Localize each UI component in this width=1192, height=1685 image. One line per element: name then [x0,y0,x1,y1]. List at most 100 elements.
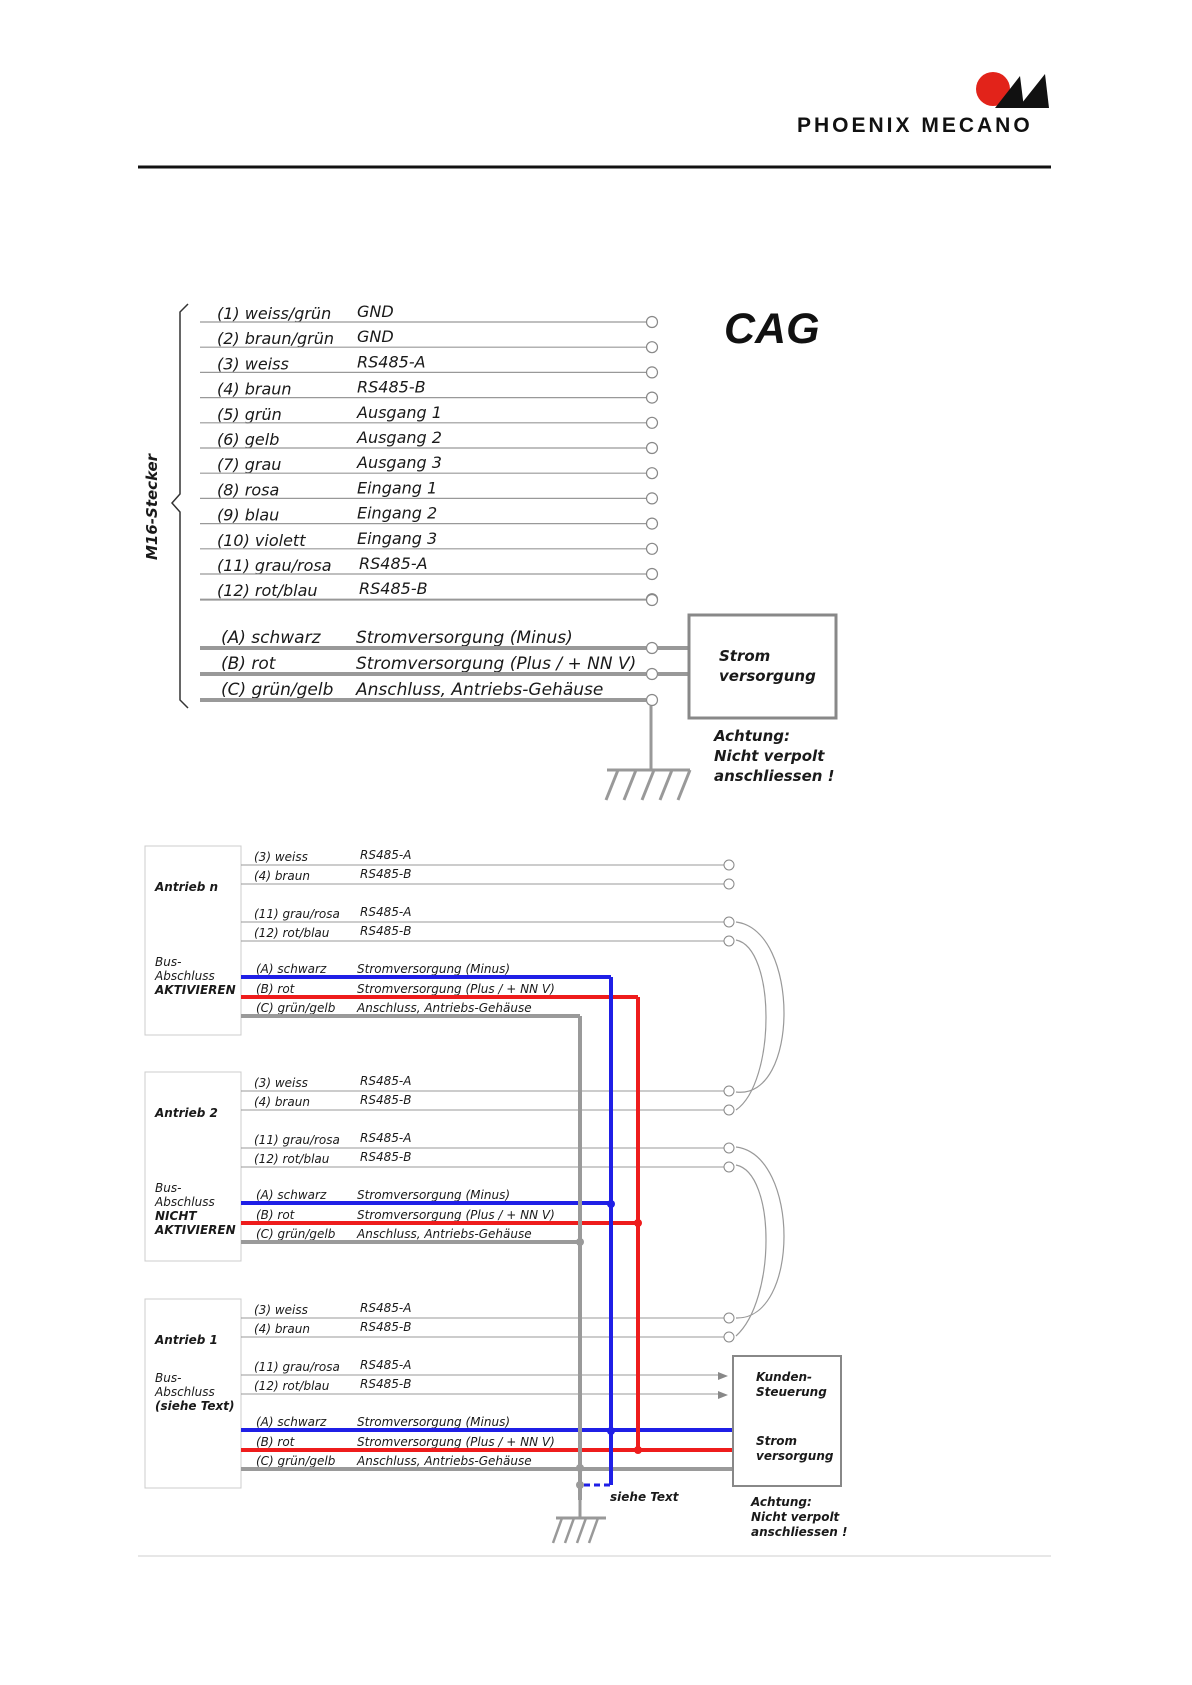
drive-name: Antrieb 1 [154,1333,218,1347]
wire-label: (10) violett [217,531,306,550]
power-wire-row: (A) schwarz Stromversorgung (Minus) [241,962,611,979]
header: PHOENIX MECANO [138,72,1051,169]
terminal-circle [645,366,659,379]
wire-label: (11) grau/rosa [217,556,332,575]
bus-termination-note: Bus- [155,1371,181,1385]
signal-label: RS485-A [360,848,411,862]
signal-label: Anschluss, Antriebs-Gehäuse [356,1001,532,1015]
wire-label: (A) schwarz [256,962,327,976]
signal-label: Ausgang 2 [356,428,442,447]
wire-label: (6) gelb [217,430,279,449]
signal-label: Stromversorgung (Minus) [357,1188,510,1202]
terminal-circle [645,416,659,429]
phoenix-mecano-logo: PHOENIX MECANO [797,72,1049,137]
signal-label: Stromversorgung (Plus / + NN V) [357,982,555,996]
terminal-circle [723,878,735,890]
terminal-circle [723,1312,735,1324]
wire-label: (11) grau/rosa [254,907,340,921]
warning-line-1: Achtung: [750,1495,812,1509]
wire-label: (11) grau/rosa [254,1360,340,1374]
signal-label: RS485-B [357,378,426,397]
power-bus-lines [576,977,642,1500]
wire-label: (4) braun [217,380,292,399]
signal-label: RS485-A [357,352,426,371]
wire-label: (B) rot [221,654,277,674]
signal-label: RS485-A [360,1074,411,1088]
signal-label: RS485-B [360,1150,411,1164]
wire-label: (2) braun/grün [217,329,334,348]
bus-termination-note: Abschluss [154,969,215,983]
wire-label: (7) grau [217,455,281,474]
signal-label: Stromversorgung (Minus) [357,962,510,976]
power-box-line-2: versorgung [756,1449,834,1463]
bus-termination-note: Abschluss [154,1195,215,1209]
wire-label: (4) braun [254,869,310,883]
terminal-circle [645,467,659,480]
signal-label: Stromversorgung (Plus / + NN V) [356,654,636,674]
power-wire-row: (B) rot Stromversorgung (Plus / + NN V) [241,1435,733,1452]
bus-termination-state: (siehe Text) [155,1399,234,1413]
terminal-circle [723,1331,735,1343]
wire-label: (4) braun [254,1322,310,1336]
data-wire-row: (3) weiss RS485-A [241,848,735,871]
wire-label: (9) blau [217,506,279,525]
signal-label: RS485-B [360,924,411,938]
connector-label: M16-Stecker [143,452,161,560]
top-power-supply-box: Strom versorgung [687,613,838,720]
data-wire-row: (3) weiss RS485-A [241,1074,735,1097]
wire-label: (A) schwarz [256,1415,327,1429]
power-wire-row: (B) rot Stromversorgung (Plus / + NN V) [241,1208,638,1225]
signal-wire-row: (4) braun RS485-B [200,378,659,404]
model-label: CAG [724,305,820,353]
terminal-circle [645,641,659,655]
bus-termination-state: AKTIVIEREN [154,1223,236,1237]
wire-label: (4) braun [254,1095,310,1109]
signal-label: Eingang 3 [357,529,437,548]
terminal-circle [645,667,659,681]
terminal-circle [645,315,659,329]
wire-label: (3) weiss [254,1076,308,1090]
wire-label: (B) rot [256,1435,296,1449]
bus-termination-state: AKTIVIEREN [154,983,236,997]
warning-line-3: anschliessen ! [714,767,835,785]
drive-box [144,1071,242,1262]
terminal-circle [723,859,735,871]
control-box-line-2: Steuerung [756,1385,827,1399]
signal-label: Stromversorgung (Minus) [356,628,573,648]
warning-line-2: Nicht verpolt [714,747,825,765]
wire-label: (C) grün/gelb [256,1227,336,1241]
bus-termination-note: Abschluss [154,1385,215,1399]
signal-label: Stromversorgung (Plus / + NN V) [357,1435,555,1449]
signal-label: RS485-B [360,1320,411,1334]
drive-name: Antrieb 2 [154,1106,218,1120]
terminal-circle [645,341,659,354]
bottom-ground-symbol [551,1500,606,1544]
terminal-circle [723,1085,735,1097]
wire-label: (11) grau/rosa [254,1133,340,1147]
drive-box [144,845,242,1036]
signal-label: Stromversorgung (Plus / + NN V) [357,1208,555,1222]
wire-label: (3) weiss [254,850,308,864]
see-text-label: siehe Text [610,1490,680,1504]
wire-label: (B) rot [256,1208,296,1222]
bus-loop-connections [735,921,785,1337]
control-box-line-1: Kunden- [756,1370,812,1384]
wire-label: (B) rot [256,982,296,996]
warning-line-3: anschliessen ! [751,1525,847,1539]
signal-label: Eingang 1 [357,478,437,497]
